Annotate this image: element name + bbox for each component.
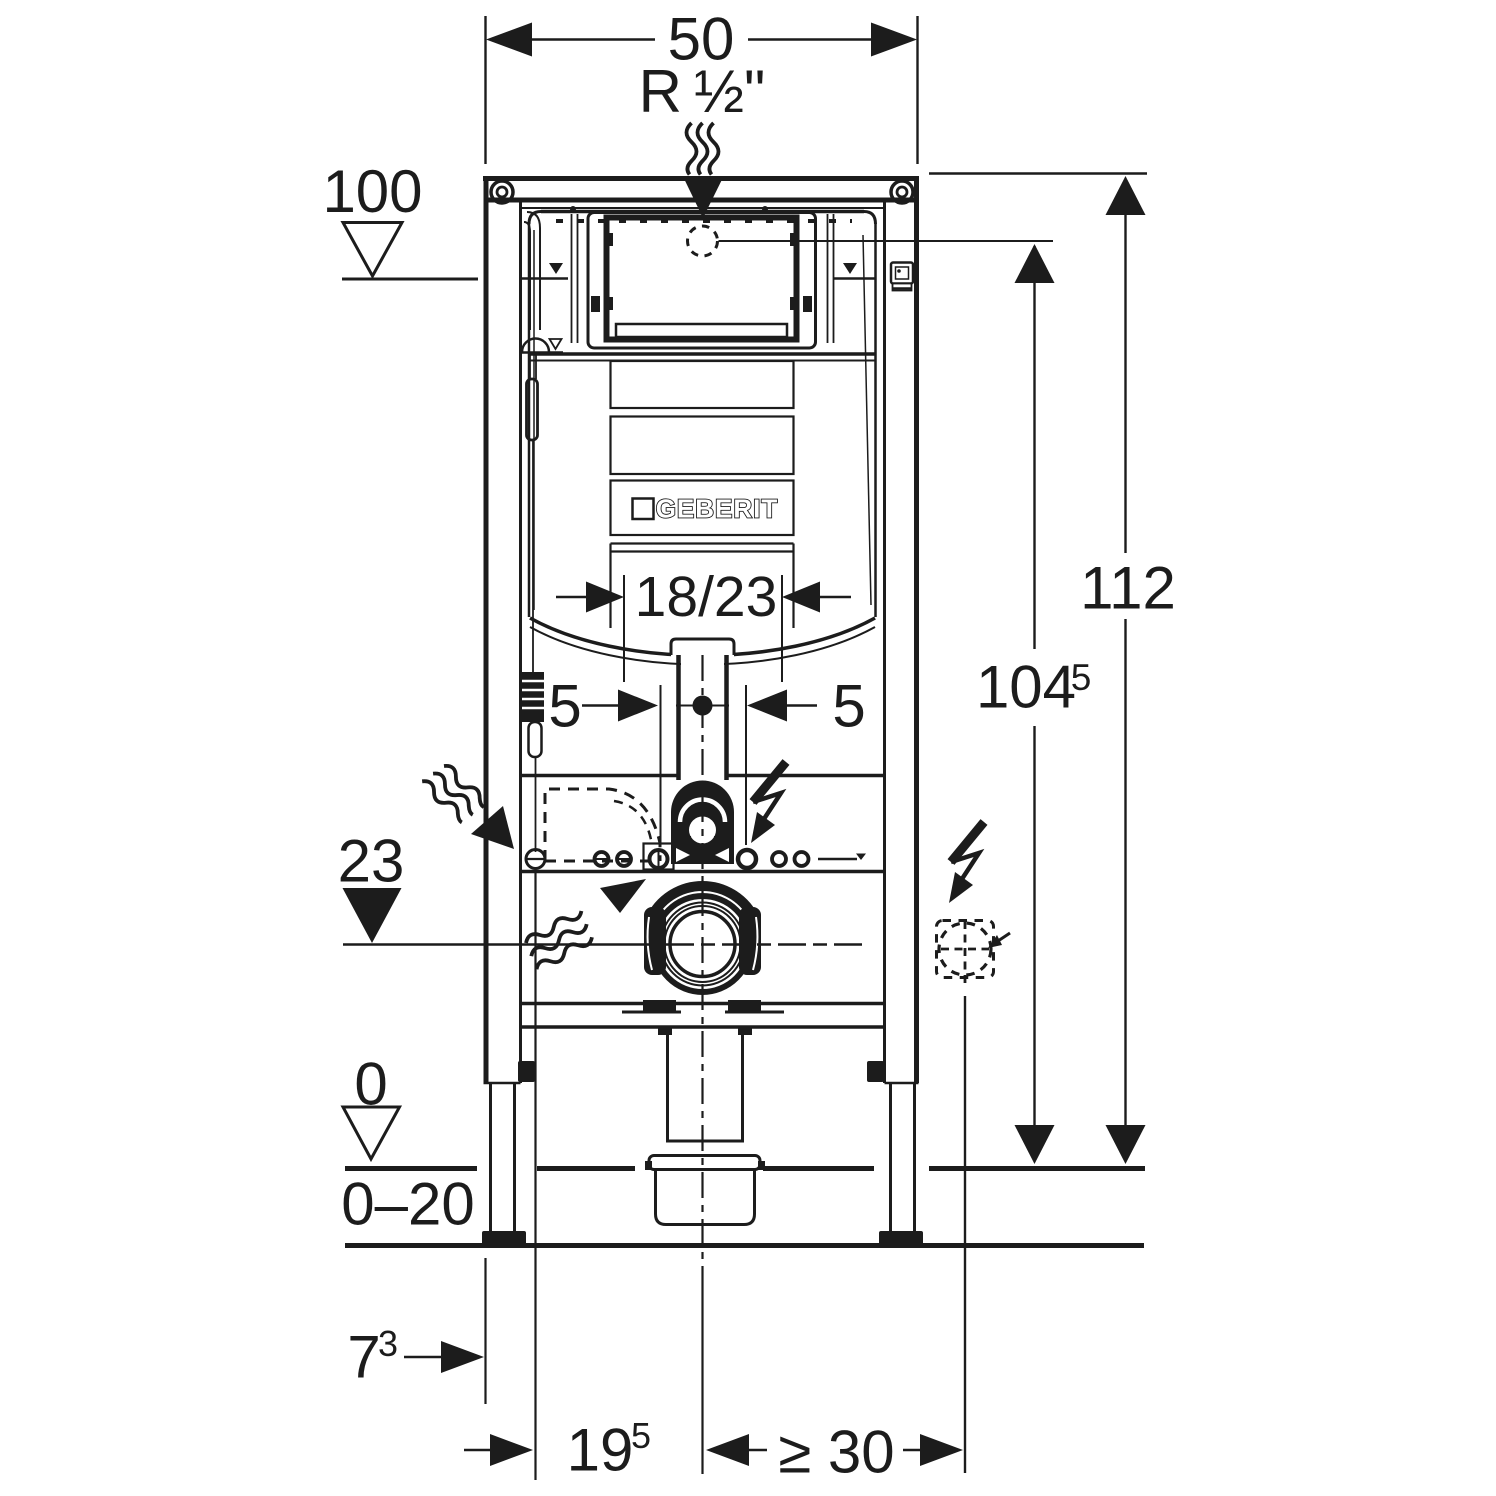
- svg-text:100: 100: [322, 158, 422, 225]
- svg-text:5: 5: [832, 673, 865, 740]
- svg-text:5: 5: [1071, 657, 1092, 698]
- svg-text:R½": R½": [639, 58, 766, 125]
- svg-text:7: 7: [347, 1324, 380, 1391]
- svg-text:3: 3: [378, 1323, 398, 1364]
- svg-text:50: 50: [668, 6, 735, 73]
- svg-text:23: 23: [338, 828, 405, 895]
- svg-text:≥ 30: ≥ 30: [778, 1419, 894, 1486]
- svg-text:104: 104: [976, 654, 1076, 721]
- svg-text:18/23: 18/23: [635, 565, 778, 629]
- svg-text:GEBERIT: GEBERIT: [656, 494, 779, 524]
- svg-text:112: 112: [1080, 555, 1176, 622]
- svg-text:19: 19: [567, 1417, 634, 1484]
- svg-text:0–20: 0–20: [341, 1171, 474, 1238]
- svg-text:5: 5: [631, 1415, 651, 1456]
- svg-text:5: 5: [548, 673, 581, 740]
